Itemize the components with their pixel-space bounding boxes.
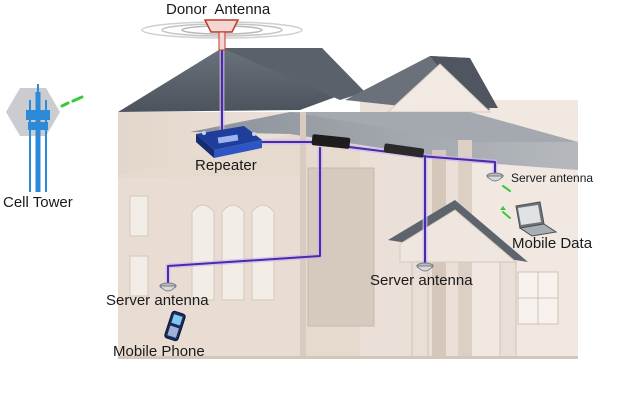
donor-antenna-icon	[141, 19, 303, 51]
label-server-antenna-left: Server antenna	[106, 292, 209, 309]
house	[118, 48, 578, 359]
house-roof-main-side	[222, 48, 365, 100]
mobile-phone-icon	[164, 310, 186, 342]
house-window-right	[517, 271, 559, 325]
label-mobile-phone: Mobile Phone	[113, 343, 205, 360]
ceiling-antenna-icon	[158, 282, 178, 292]
label-repeater: Repeater	[195, 157, 257, 174]
signal-arrow-icon	[60, 95, 84, 108]
house-pillar-1	[300, 112, 306, 358]
signal-arrow-icon	[500, 185, 511, 219]
porch-column-right	[499, 261, 517, 359]
splitter-icon	[311, 134, 425, 158]
house-ceiling-top	[290, 112, 578, 142]
house-ground	[118, 356, 578, 359]
coax-cables	[165, 45, 498, 287]
label-cell-tower: Cell Tower	[3, 194, 73, 211]
laptop-icon	[515, 201, 558, 237]
label-donor-antenna: Donor Antenna	[166, 1, 271, 18]
repeater-icon	[196, 126, 262, 158]
label-server-antenna-center: Server antenna	[370, 272, 473, 289]
label-server-antenna-right: Server antenna	[511, 171, 594, 185]
cable-to-left-server	[167, 147, 321, 285]
label-mobile-data: Mobile Data	[512, 235, 593, 252]
house-ceiling-band	[190, 112, 578, 170]
house-windows-left	[129, 195, 275, 301]
ceiling-antenna-icon	[485, 172, 505, 182]
ceiling-antenna-icon	[415, 262, 435, 272]
cell-tower-icon	[6, 84, 60, 192]
house-roof-right-ridge	[430, 56, 498, 108]
